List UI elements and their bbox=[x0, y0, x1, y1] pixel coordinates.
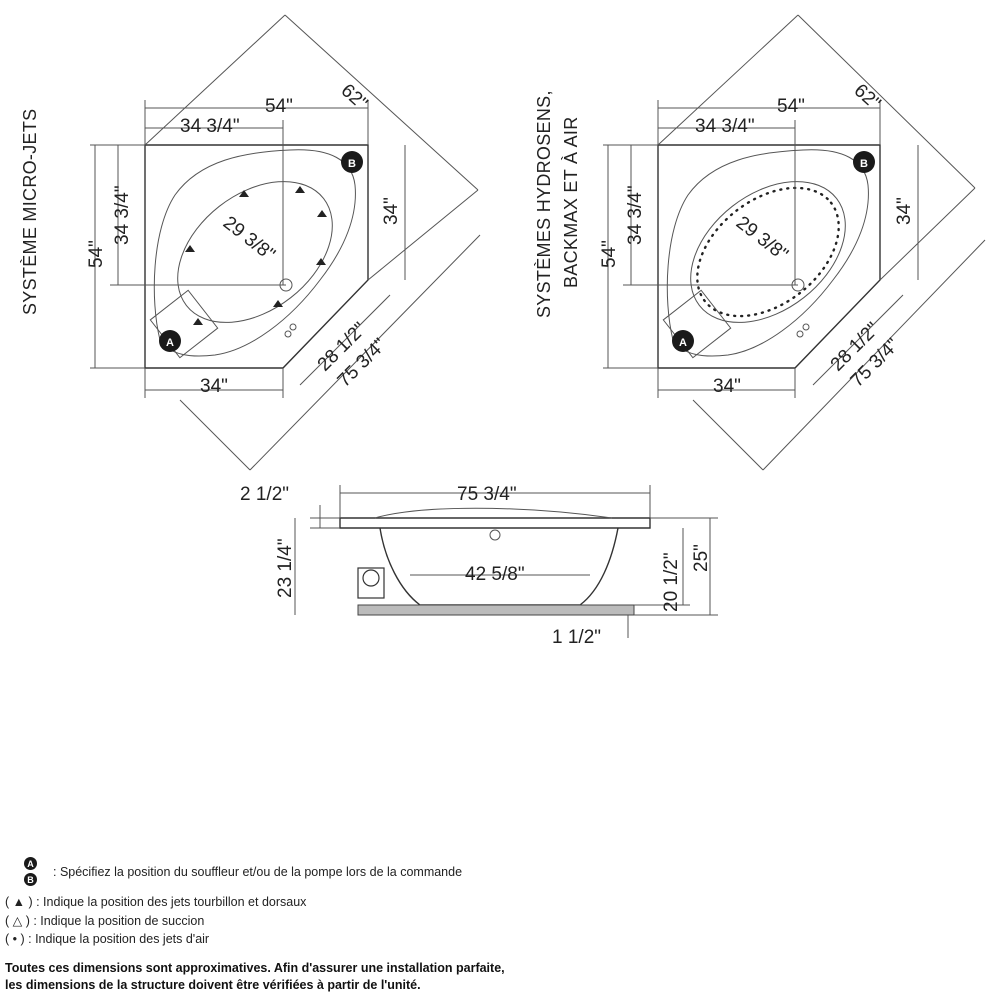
right-dim-basin: 29 3/8" bbox=[732, 212, 792, 265]
right-tub-outline bbox=[657, 144, 881, 369]
right-dim-height: 54" bbox=[599, 240, 620, 268]
left-marker-b-label: B bbox=[348, 158, 356, 170]
right-marker-a bbox=[672, 330, 694, 352]
right-dim-diagonal-line bbox=[797, 14, 976, 189]
legend-ab-badges: A B bbox=[24, 857, 37, 886]
left-dim-overall-line bbox=[249, 234, 481, 471]
disclaimer-note: Toutes ces dimensions sont approximative… bbox=[5, 960, 505, 994]
left-marker-a-label: A bbox=[166, 337, 174, 349]
left-tub-outline bbox=[144, 144, 369, 369]
left-overflow bbox=[289, 323, 297, 331]
legend-row-air: ( • ) : Indique la position des jets d'a… bbox=[5, 932, 209, 946]
left-marker-a bbox=[159, 330, 181, 352]
left-ext-11 bbox=[179, 399, 251, 471]
legend-row-ab: A B : Spécifiez la position du souffleur… bbox=[24, 857, 462, 886]
right-dim-side: 34" bbox=[894, 197, 915, 225]
right-system-title-line2: BACKMAX ET À AIR bbox=[561, 116, 581, 288]
right-overflow-2 bbox=[796, 330, 804, 338]
right-dim-inner-width: 34 3/4" bbox=[695, 116, 755, 137]
left-basin-outer bbox=[153, 149, 356, 357]
left-plan-view: SYSTÈME MICRO-JETS B A bbox=[20, 14, 481, 471]
side-dim-depth-inner: 23 1/4" bbox=[275, 538, 296, 598]
side-dim-base: 1 1/2" bbox=[552, 627, 601, 648]
right-dim-width: 54" bbox=[777, 96, 805, 117]
side-dim-rim: 2 1/2" bbox=[240, 484, 289, 505]
legend-jets-text: ( ▲ ) : Indique la position des jets tou… bbox=[5, 895, 307, 909]
tub-rim-top bbox=[374, 507, 613, 519]
right-dim-overall-line bbox=[762, 239, 986, 471]
right-plan-view: SYSTÈMES HYDROSENS, BACKMAX ET À AIR B A bbox=[534, 14, 986, 471]
right-pump bbox=[662, 289, 732, 359]
left-ext-9 bbox=[144, 14, 286, 146]
left-marker-b bbox=[341, 151, 363, 173]
left-dim-diagonal-line bbox=[284, 14, 479, 191]
left-dim-width: 54" bbox=[265, 96, 293, 117]
right-marker-b-label: B bbox=[860, 158, 868, 170]
right-ext-10 bbox=[879, 187, 976, 281]
right-basin-inner bbox=[690, 181, 846, 323]
left-basin-inner bbox=[177, 181, 333, 323]
left-overflow-2 bbox=[284, 330, 292, 338]
disclaimer-line-2: les dimensions de la structure doivent ê… bbox=[5, 978, 421, 992]
legend-ab-text: : Spécifiez la position du souffleur et/… bbox=[53, 864, 463, 879]
side-dim-floor: 42 5/8" bbox=[465, 564, 525, 585]
side-dim-total-height: 25" bbox=[691, 544, 712, 572]
right-marker-b bbox=[853, 151, 875, 173]
right-dim-inner-height: 34 3/4" bbox=[625, 185, 646, 245]
legend-badge-b: B bbox=[24, 873, 37, 886]
legend-row-jets: ( ▲ ) : Indique la position des jets tou… bbox=[5, 895, 306, 909]
right-basin-outer bbox=[666, 149, 869, 357]
side-pump bbox=[357, 567, 385, 599]
left-dim-basin: 29 3/8" bbox=[219, 212, 279, 265]
legend-suction-text: ( △ ) : Indique la position de succion bbox=[5, 914, 205, 928]
right-air-jet-ring bbox=[696, 186, 840, 318]
right-overflow bbox=[802, 323, 810, 331]
left-system-title: SYSTÈME MICRO-JETS bbox=[20, 109, 40, 315]
left-dim-corner-line bbox=[299, 294, 391, 386]
right-system-title-line1: SYSTÈMES HYDROSENS, bbox=[534, 90, 554, 318]
right-dim-diagonal: 62" bbox=[850, 80, 885, 114]
right-marker-a-label: A bbox=[679, 337, 687, 349]
right-dim-corner-line bbox=[812, 294, 904, 386]
left-dim-bottom: 34" bbox=[200, 376, 228, 397]
left-pump bbox=[149, 289, 219, 359]
side-dim-overall: 75 3/4" bbox=[457, 484, 517, 505]
left-dim-inner-width: 34 3/4" bbox=[180, 116, 240, 137]
left-jets bbox=[185, 186, 327, 325]
legend-badge-a: A bbox=[24, 857, 37, 870]
side-dim-depth-water: 20 1/2" bbox=[661, 552, 682, 612]
right-ext-9 bbox=[657, 14, 799, 146]
left-dim-inner-height: 34 3/4" bbox=[112, 185, 133, 245]
side-elevation-view: 75 3/4" 2 1/2" 23 1/4" 42 5/8" 20 1/2" 2… bbox=[240, 484, 718, 648]
disclaimer-line-1: Toutes ces dimensions sont approximative… bbox=[5, 961, 505, 975]
side-overflow bbox=[489, 529, 501, 541]
legend-row-suction: ( △ ) : Indique la position de succion bbox=[5, 913, 204, 928]
left-ext-10 bbox=[367, 189, 479, 281]
left-dim-side: 34" bbox=[381, 197, 402, 225]
right-dim-bottom: 34" bbox=[713, 376, 741, 397]
left-dim-diagonal: 62" bbox=[337, 80, 372, 114]
right-ext-11 bbox=[692, 399, 764, 471]
tub-rim bbox=[339, 517, 651, 529]
legend-air-text: ( • ) : Indique la position des jets d'a… bbox=[5, 932, 210, 946]
left-dim-height: 54" bbox=[86, 240, 107, 268]
floor-base bbox=[357, 604, 635, 616]
